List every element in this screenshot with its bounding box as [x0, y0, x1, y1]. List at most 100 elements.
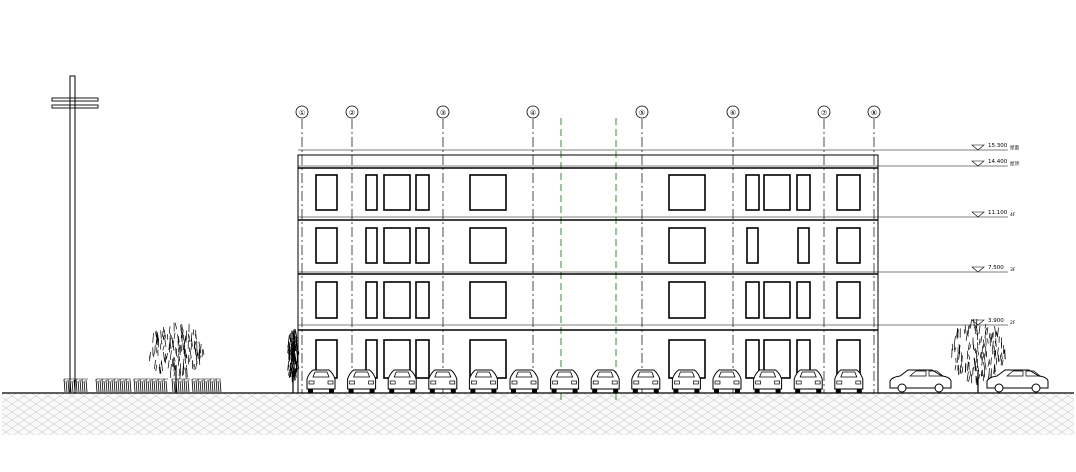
utility-pole: [52, 76, 98, 393]
tree-stroke: [175, 323, 176, 329]
car-body: [794, 370, 822, 389]
tree-stroke: [996, 331, 997, 336]
car-wheel: [836, 389, 841, 393]
hedge-shrub: [172, 379, 190, 392]
pole-shaft: [70, 76, 75, 393]
parked-car: [348, 370, 376, 393]
car-body: [632, 370, 660, 389]
shrub-stroke: [160, 381, 161, 392]
tree-stroke: [167, 353, 168, 359]
window: [669, 282, 705, 318]
car-body: [672, 370, 700, 389]
shrub-stroke: [122, 381, 123, 392]
tree-stroke: [182, 324, 183, 331]
car-wheel: [857, 389, 862, 393]
window: [764, 282, 790, 318]
tree-stroke: [178, 345, 179, 353]
parked-car: [591, 370, 619, 393]
tree-stroke: [164, 330, 165, 339]
parked-car: [754, 370, 782, 393]
car-body: [388, 370, 416, 389]
tree-stroke: [165, 338, 166, 347]
tree-stroke: [150, 352, 151, 361]
parked-car: [672, 370, 700, 393]
car-wheel: [714, 389, 719, 393]
shrub-stroke: [136, 381, 137, 392]
tree-stroke: [983, 362, 984, 370]
car-wheel: [633, 389, 638, 393]
car-body: [307, 370, 335, 389]
shrub-stroke: [108, 379, 109, 392]
tree-stroke: [1000, 354, 1001, 361]
side-car-1: [890, 370, 951, 392]
tree-stroke: [169, 326, 170, 333]
tree-stroke: [969, 355, 970, 360]
tree-stroke: [966, 334, 967, 341]
tree-stroke: [153, 333, 154, 343]
shrub-stroke: [172, 379, 173, 392]
shrub-stroke: [82, 379, 83, 392]
level-elevation: 11.100: [988, 210, 1008, 216]
tree-stroke: [991, 357, 992, 365]
car-wheel: [776, 389, 781, 393]
car-body: [551, 370, 579, 389]
shrub-stroke: [76, 379, 77, 392]
ground: [2, 393, 1074, 435]
tree-stroke: [984, 354, 985, 361]
tree-stroke: [998, 347, 999, 353]
building-facade: [298, 155, 878, 393]
window: [470, 228, 506, 263]
tree-stroke: [183, 335, 184, 341]
shrub-stroke: [162, 380, 163, 392]
tree-stroke: [974, 319, 975, 328]
shrub-stroke: [68, 380, 69, 392]
tree-stroke: [994, 351, 995, 359]
shrub-stroke: [106, 380, 107, 392]
tree-stroke: [161, 330, 162, 338]
car-wheel: [491, 389, 496, 393]
car-wheel: [410, 389, 415, 393]
grid-bubble-label: ⑤: [639, 109, 645, 117]
shrub-stroke: [182, 380, 183, 392]
car-body: [510, 370, 538, 389]
tree-stroke: [155, 360, 156, 369]
car-wheel: [470, 389, 475, 393]
shrub-stroke: [154, 381, 155, 392]
tree-stroke: [178, 353, 179, 357]
shrub-stroke: [188, 380, 189, 392]
shrub-stroke: [124, 380, 125, 392]
shrub-stroke: [166, 381, 167, 392]
tree-stroke: [1002, 360, 1003, 366]
tree-stroke: [994, 370, 995, 375]
tree-stroke: [187, 368, 188, 377]
car-body: [713, 370, 741, 389]
car-wheel: [532, 389, 537, 393]
hedge-shrub: [192, 379, 221, 392]
tree-stroke: [200, 344, 201, 353]
shrub-stroke: [118, 380, 119, 392]
car-body: [835, 370, 863, 389]
tree-stroke: [989, 368, 990, 377]
shrub-stroke: [112, 380, 113, 392]
car-wheel: [694, 389, 699, 393]
window: [416, 282, 429, 318]
grid-bubble-label: ②: [349, 109, 355, 117]
car-wheel: [654, 389, 659, 393]
parked-car: [794, 370, 822, 393]
shrub-stroke: [102, 379, 103, 392]
car-wheel: [755, 389, 760, 393]
tree-stroke: [981, 354, 982, 361]
grid-bubble-label: ⑧: [871, 109, 877, 117]
hedge-shrub: [96, 379, 131, 392]
shrub-stroke: [150, 380, 151, 392]
car-wheel: [308, 389, 313, 393]
tree-stroke: [979, 326, 980, 334]
shrub-stroke: [196, 380, 197, 392]
tree-stroke: [196, 361, 197, 370]
level-triangle: [972, 161, 984, 166]
tree-stroke: [976, 353, 977, 362]
car-wheel: [370, 389, 375, 393]
parked-car: [632, 370, 660, 393]
